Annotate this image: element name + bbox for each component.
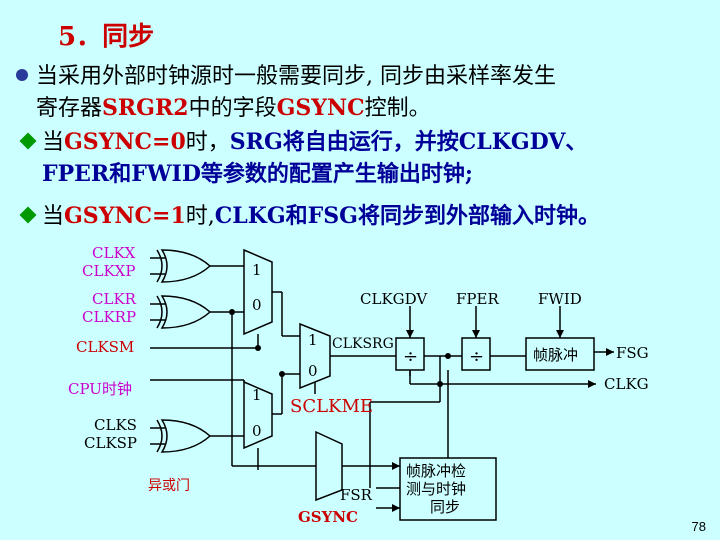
input-clkx: CLKX xyxy=(92,244,136,262)
input-clkr: CLKR xyxy=(92,290,137,308)
bullet-1-text3: 中的字段 xyxy=(188,96,277,121)
fsr-label: FSR xyxy=(340,486,373,504)
sub-1-text1: 时， xyxy=(185,130,230,155)
sub-2-text: CLKG和FSG将同步到外部输入时钟。 xyxy=(214,203,600,229)
bullet-1-text2: 寄存器 xyxy=(36,96,103,121)
bullet-1-line2: 寄存器SRGR2中的字段GSYNC控制。 xyxy=(36,90,431,122)
input-clks: CLKS xyxy=(94,416,137,434)
input-clksm: CLKSM xyxy=(76,338,134,356)
sync-box-line3: 同步 xyxy=(430,498,460,516)
mux-clk-select xyxy=(243,248,273,336)
sub-1-text: SRG将自由运行，并按CLKGDV、 xyxy=(229,129,588,155)
mux2-label-1: 1 xyxy=(308,331,318,349)
xor-gate-label: 异或门 xyxy=(148,478,190,494)
xor-gate-3-back xyxy=(156,419,163,453)
clksrg-label: CLKSRG xyxy=(332,336,394,352)
input-clkxp: CLKXP xyxy=(82,262,135,280)
sub-1-condition: GSYNC=0 xyxy=(64,129,186,155)
mux-cpu-select xyxy=(243,380,273,450)
xor-gate-1-back xyxy=(156,249,163,283)
bullet-1-text: 当采用外部时钟源时一般需要同步, 同步由采样率发生 xyxy=(36,64,556,89)
input-clksp: CLKSP xyxy=(84,434,137,452)
param-fwid: FWID xyxy=(538,290,582,308)
output-clkg: CLKG xyxy=(604,375,649,393)
page-number: 78 xyxy=(691,519,706,534)
xor-gate-2 xyxy=(160,295,212,329)
divider-clkgdv-symbol: ÷ xyxy=(403,346,418,367)
frame-pulse-label: 帧脉冲 xyxy=(533,346,578,364)
sclkme-label: SCLKME xyxy=(290,396,373,417)
slide-title: 5．同步 xyxy=(58,22,155,52)
param-clkgdv: CLKGDV xyxy=(360,290,428,308)
mux-sclkme xyxy=(299,322,331,390)
sub-1-prefix: 当 xyxy=(42,130,65,155)
sync-box-line2: 测与时钟 xyxy=(406,480,466,498)
mux3-label-1: 1 xyxy=(252,386,262,404)
sub-bullet-2: 当GSYNC=1时,CLKG和FSG将同步到外部输入时钟。 xyxy=(19,198,600,230)
sub-2-condition: GSYNC=1 xyxy=(64,203,186,229)
xor-gate-3 xyxy=(160,419,212,453)
bullet-1: 当采用外部时钟源时一般需要同步, 同步由采样率发生 xyxy=(16,58,556,90)
sub-bullet-1: 当GSYNC=0时，SRG将自由运行，并按CLKGDV、 xyxy=(19,124,588,156)
sub-bullet-1-line2: FPER和FWID等参数的配置产生输出时钟; xyxy=(42,156,473,188)
xor-gate-2-back xyxy=(156,295,163,329)
bullet-1-text4: 控制。 xyxy=(364,96,431,121)
gsync-label: GSYNC xyxy=(298,508,358,526)
mux-sync xyxy=(315,430,343,502)
sub-1-text2: FPER和FWID等参数的配置产生输出时钟; xyxy=(42,161,474,187)
register-name: SRGR2 xyxy=(102,95,189,121)
mux3-label-0: 0 xyxy=(252,422,262,440)
input-cpu-clock: CPU时钟 xyxy=(68,380,132,398)
param-fper: FPER xyxy=(456,290,499,308)
mux2-label-0: 0 xyxy=(308,362,318,380)
bullet-dot-icon xyxy=(16,69,28,81)
sub-2-prefix: 当 xyxy=(42,204,65,229)
field-name: GSYNC xyxy=(276,95,365,121)
sub-2-text1: 时, xyxy=(185,204,215,229)
divider-fper-symbol: ÷ xyxy=(469,346,484,367)
xor-gate-1 xyxy=(160,249,212,283)
output-fsg: FSG xyxy=(616,344,649,362)
mux1-label-1: 1 xyxy=(252,261,262,279)
input-clkrp: CLKRP xyxy=(82,308,136,326)
sync-box-line1: 帧脉冲检 xyxy=(406,462,466,480)
mux1-label-0: 0 xyxy=(252,296,262,314)
